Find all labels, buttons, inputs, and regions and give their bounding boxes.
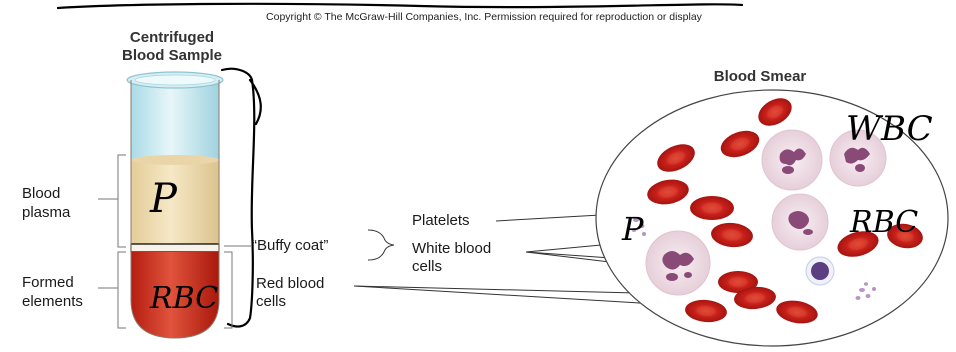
- label-wbc-line2: cells: [412, 258, 442, 275]
- tube-title-line1: Centrifuged: [130, 29, 214, 46]
- label-rbc-line1: Red blood: [256, 275, 324, 292]
- rbc-cell: [690, 196, 734, 220]
- platelet: [864, 282, 868, 286]
- label-buffy-coat: “Buffy coat”: [252, 237, 328, 254]
- handwritten-tube-rbc: RBC: [149, 281, 218, 316]
- handwritten-smear-rbc: RBC: [849, 205, 918, 240]
- wbc-cell: [646, 231, 710, 295]
- handwritten-smear-wbc: WBC: [846, 109, 933, 149]
- smear-title: Blood Smear: [714, 68, 807, 85]
- top-scribble-line: [58, 4, 742, 8]
- plasma-bracket: [118, 155, 126, 247]
- label-formed-line2: elements: [22, 293, 83, 310]
- platelet: [859, 288, 865, 292]
- tube-glass: [131, 80, 219, 165]
- label-wbc-line1: White blood: [412, 240, 491, 257]
- lymphocyte-cell: [806, 257, 834, 285]
- platelet: [856, 296, 861, 300]
- platelet: [872, 287, 876, 291]
- label-platelets: Platelets: [412, 212, 470, 229]
- buffy-coat-brace: [368, 230, 394, 260]
- tube-title-line2: Blood Sample: [122, 47, 222, 64]
- handwritten-tube-bracket: [222, 69, 261, 327]
- wbc-cell: [762, 130, 822, 190]
- buffy-coat-layer: [131, 244, 219, 252]
- label-blood-plasma-line2: plasma: [22, 204, 71, 221]
- copyright-text: Copyright © The McGraw-Hill Companies, I…: [266, 11, 703, 23]
- label-formed-line1: Formed: [22, 274, 74, 291]
- platelet: [866, 294, 871, 298]
- handwritten-smear-platelet-p: P: [621, 210, 644, 248]
- label-blood-plasma-line1: Blood: [22, 185, 60, 202]
- formed-bracket: [118, 252, 126, 328]
- label-rbc-line2: cells: [256, 293, 286, 310]
- wbc-cell: [772, 194, 828, 250]
- handwritten-tube-plasma-p: P: [149, 176, 178, 222]
